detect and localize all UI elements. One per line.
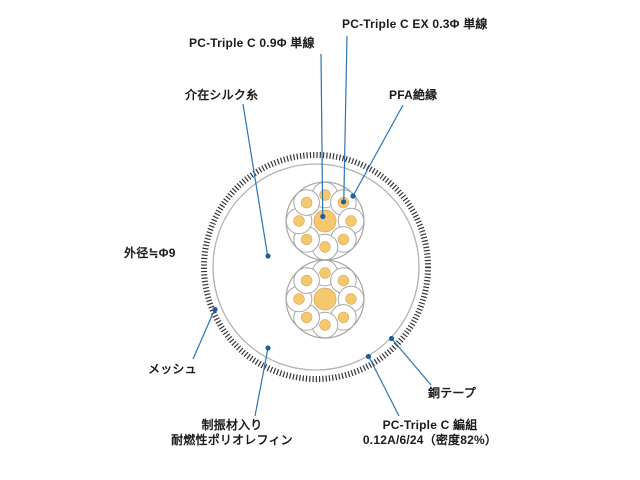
strand-conductor	[319, 267, 331, 279]
strand-conductor	[337, 233, 350, 246]
label-damping: 制振材入り 耐燃性ポリオレフィン	[152, 418, 312, 448]
label-braid-line2: 0.12A/6/24（密度82%）	[362, 433, 498, 447]
label-outer-diameter: 外径≒Φ9	[124, 246, 176, 260]
center-conductor	[313, 287, 337, 311]
center-conductor	[313, 209, 337, 233]
dot-pfa-insulation	[350, 193, 356, 199]
dot-copper-tape	[388, 335, 395, 342]
strand-conductor	[319, 189, 331, 201]
leader-mesh	[192, 309, 216, 360]
leader-damping	[254, 348, 269, 417]
strand-conductor	[300, 196, 313, 209]
leader-pfa-insulation	[352, 104, 404, 197]
leader-core-wire	[320, 53, 324, 216]
dot-damping	[265, 345, 271, 351]
strand-conductor	[337, 274, 350, 287]
dot-core-wire	[320, 213, 326, 220]
leader-lines	[192, 35, 432, 417]
dot-mesh	[212, 306, 218, 313]
conductor-bundle-bottom	[285, 259, 365, 339]
label-pfa-insulation: PFA絶縁	[389, 88, 438, 102]
leader-copper-tape	[391, 338, 432, 386]
strand-conductor	[293, 293, 305, 305]
dot-ex-wire	[341, 199, 347, 205]
strand-conductor	[293, 215, 305, 227]
strand-conductor	[319, 319, 331, 331]
dot-silk-filler	[265, 253, 271, 259]
label-ex-wire: PC-Triple C EX 0.3Φ 単線	[342, 17, 488, 31]
strand-conductor	[300, 274, 313, 287]
label-core-wire: PC-Triple C 0.9Φ 単線	[189, 36, 315, 50]
label-braid-line1: PC-Triple C 編組	[382, 418, 478, 432]
strand-conductor	[345, 293, 357, 305]
strand-conductor	[337, 311, 350, 324]
label-copper-tape: 銅テープ	[428, 386, 477, 400]
strand-conductor	[300, 311, 313, 324]
dot-braid	[365, 353, 372, 360]
strand-conductor	[300, 233, 313, 246]
leader-silk-filler	[242, 103, 269, 256]
label-damping-line2: 耐燃性ポリオレフィン	[171, 433, 293, 447]
leader-braid	[368, 356, 400, 417]
strand-conductor	[319, 241, 331, 253]
label-mesh: メッシュ	[148, 362, 197, 376]
strand-conductor	[345, 215, 357, 227]
label-silk-filler: 介在シルク糸	[185, 88, 259, 102]
label-braid: PC-Triple C 編組 0.12A/6/24（密度82%）	[350, 418, 510, 448]
label-damping-line1: 制振材入り	[201, 418, 263, 432]
leader-dots	[212, 193, 395, 360]
leader-ex-wire	[343, 35, 348, 201]
